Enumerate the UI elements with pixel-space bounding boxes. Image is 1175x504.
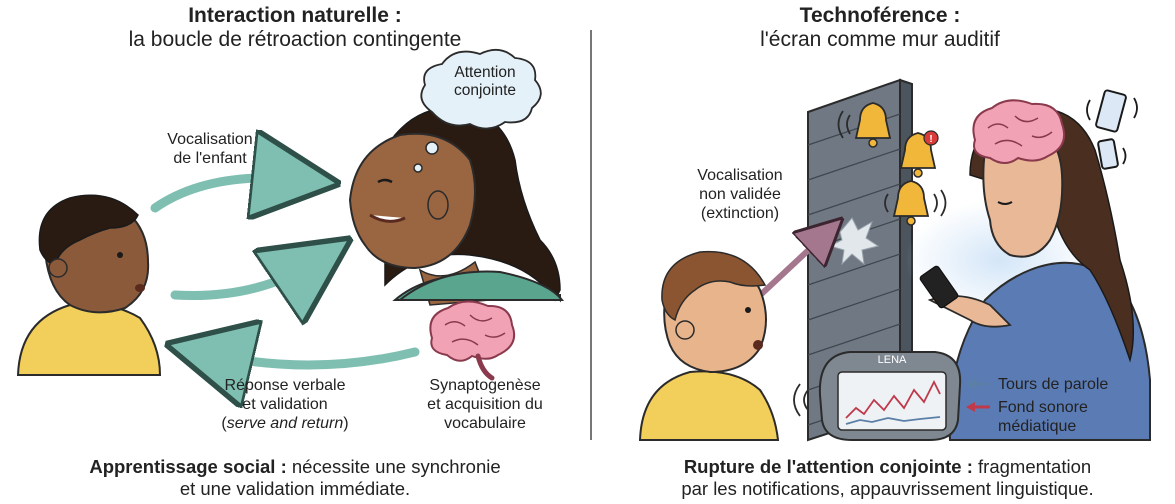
arrow-reponse-back (200, 352, 415, 365)
mother-figure (350, 108, 562, 305)
label-vocalisation-non-validee: Vocalisation non validée (extinction) (680, 166, 800, 223)
brain-icon (973, 100, 1064, 163)
smartphone-icon (1087, 90, 1137, 132)
left-title: Interaction naturelle : (40, 4, 550, 28)
label-serve-and-return: serve and return (227, 415, 344, 432)
bubble-attention-conjointe: Attention conjointe (438, 64, 532, 100)
left-caption: Apprentissage social : nécessite une syn… (10, 456, 580, 500)
right-caption: Rupture de l'attention conjointe : fragm… (600, 456, 1175, 500)
smartphone-icon (1098, 139, 1126, 169)
arrow-vocalisation-down (175, 258, 322, 296)
left-subtitle: la boucle de rétroaction contingente (40, 28, 550, 52)
label-vocalisation-enfant: Vocalisation de l'enfant (140, 130, 280, 168)
child-figure-left (18, 195, 160, 375)
legend-tours-de-parole: Tours de parole (998, 375, 1108, 394)
right-subtitle: l'écran comme mur auditif (620, 28, 1140, 52)
label-reponse-verbale: Réponse verbale et validation (serve and… (195, 376, 375, 433)
brain-icon (430, 301, 514, 378)
legend-fond-sonore: Fond sonore médiatique (998, 398, 1088, 436)
notification-badge-icon: ! (924, 131, 938, 145)
lena-device-label: LENA (860, 354, 924, 366)
label-synaptogenese: Synaptogenèse et acquisition du vocabula… (400, 376, 570, 433)
arrow-vocalisation-up (155, 178, 305, 208)
sound-waves-icon (794, 384, 808, 416)
svg-text:!: ! (929, 134, 932, 145)
child-figure-right (640, 252, 778, 440)
right-title: Technoférence : (620, 4, 1140, 28)
